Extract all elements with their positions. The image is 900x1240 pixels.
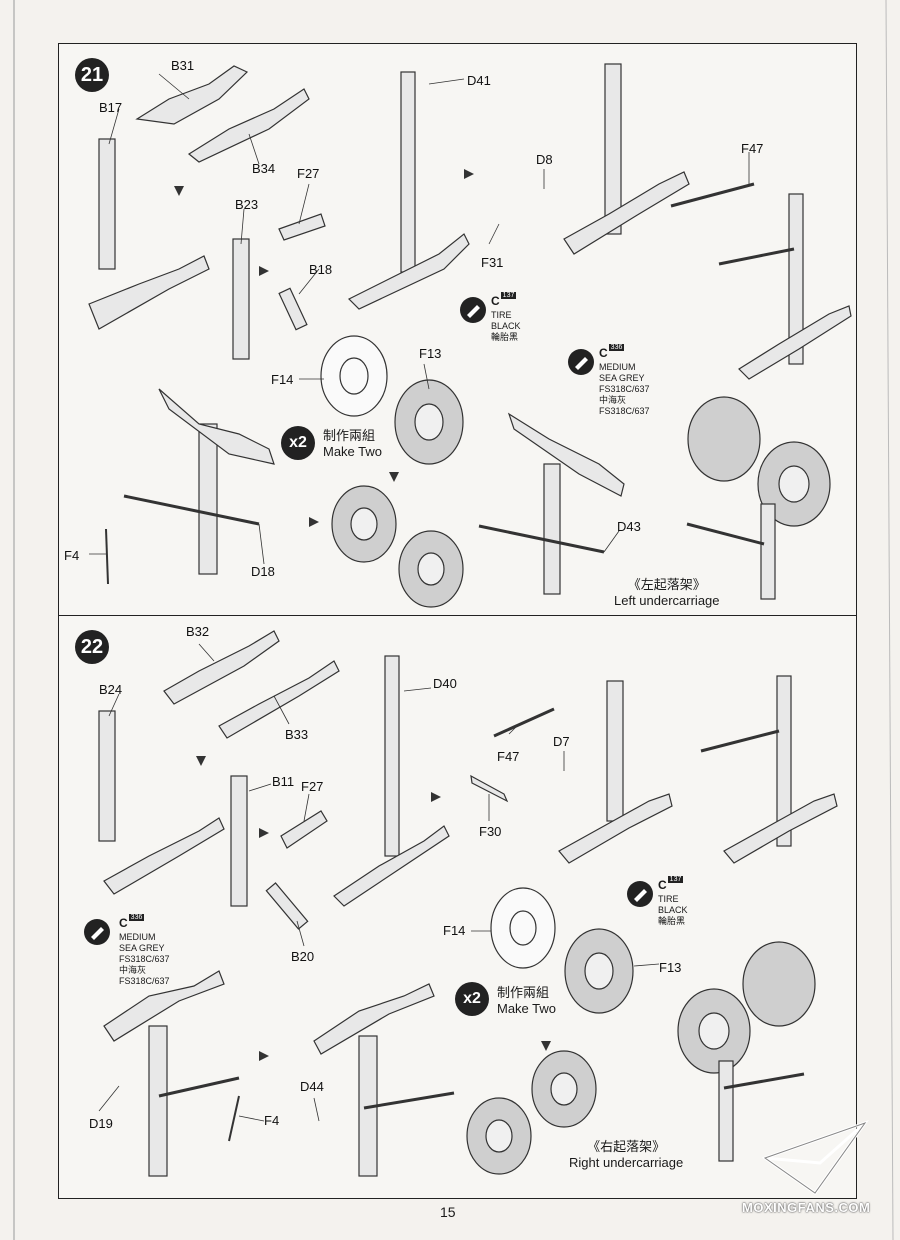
make-two-note: 制作兩組 Make Two [497, 985, 556, 1017]
part-label: D7 [553, 734, 570, 749]
paint-code: C [119, 916, 128, 930]
multiplier-badge: x2 [455, 982, 489, 1016]
part-label: F13 [419, 346, 442, 361]
paint-brush-icon [84, 919, 110, 945]
paint-number: 336 [128, 914, 145, 921]
step-21-illustration [88, 63, 852, 608]
paint-spec: FS318C/637 [599, 384, 650, 394]
part-label: B17 [99, 100, 123, 115]
step-number-22: 22 [75, 630, 109, 664]
assembly-caption: 《右起落架》 Right undercarriage [569, 1139, 683, 1171]
part-label: B32 [186, 624, 210, 639]
part-label: F4 [264, 1113, 280, 1128]
part-label: D19 [89, 1116, 113, 1131]
paint-name-en: MEDIUM SEA GREY [119, 932, 165, 953]
step-22-illustration [98, 630, 838, 1177]
part-label: D18 [251, 564, 275, 579]
caption-zh: 《左起落架》 [627, 577, 706, 592]
paint-code: C [599, 346, 608, 360]
paint-code: C [658, 878, 667, 892]
assembly-caption: 《左起落架》 Left undercarriage [614, 577, 720, 609]
make-two-zh: 制作兩組 [497, 985, 550, 1000]
multiplier-badge: x2 [281, 426, 315, 460]
make-two-zh: 制作兩組 [323, 428, 376, 443]
paint-name-en: TIRE BLACK [491, 310, 521, 331]
paint-name-en: TIRE BLACK [658, 894, 688, 915]
make-two-note: 制作兩組 Make Two [323, 428, 382, 460]
part-label: F31 [481, 255, 504, 270]
step-22-panel: 22 [58, 615, 857, 1199]
part-label: B18 [309, 262, 333, 277]
paint-number: 336 [608, 344, 625, 351]
part-label: B23 [235, 197, 259, 212]
part-label: B24 [99, 682, 123, 697]
part-label: D40 [433, 676, 457, 691]
watermark-text: MOXINGFANS.COM [742, 1200, 871, 1215]
part-label: F13 [659, 960, 682, 975]
caption-en: Left undercarriage [614, 593, 720, 608]
part-label: B11 [272, 774, 295, 789]
paint-number: 137 [500, 292, 517, 299]
part-label: B20 [291, 949, 315, 964]
part-label: B34 [252, 161, 276, 176]
paint-code: C [491, 294, 500, 308]
paint-name-en: MEDIUM SEA GREY [599, 362, 645, 383]
paper-plane-logo-icon [761, 1120, 869, 1196]
paint-name-zh: 中海灰FS318C/637 [119, 965, 170, 986]
paint-name-zh: 中海灰FS318C/637 [599, 395, 650, 416]
part-label: F4 [64, 548, 80, 563]
part-label: D41 [467, 73, 491, 88]
part-label: D43 [617, 519, 641, 534]
part-label: F47 [497, 749, 520, 764]
step-number-21: 21 [75, 58, 109, 92]
part-label: F14 [271, 372, 294, 387]
part-label: B31 [171, 58, 195, 73]
make-two-en: Make Two [323, 444, 383, 459]
page-number: 15 [440, 1204, 456, 1220]
part-label: F27 [301, 779, 324, 794]
paint-brush-icon [627, 881, 653, 907]
part-label: F27 [297, 166, 320, 181]
caption-en: Right undercarriage [569, 1155, 684, 1170]
paint-spec: FS318C/637 [119, 954, 170, 964]
paint-brush-icon [568, 349, 594, 375]
make-two-en: Make Two [497, 1001, 557, 1016]
part-label: D8 [536, 152, 553, 167]
part-label: F47 [741, 141, 764, 156]
part-label: F14 [443, 923, 466, 938]
part-label: F30 [479, 824, 502, 839]
paint-brush-icon [460, 297, 486, 323]
paint-name-zh: 輪胎黑 [491, 332, 519, 342]
paint-number: 137 [667, 876, 684, 883]
step-21-panel: 21 [58, 43, 857, 617]
paint-name-zh: 輪胎黑 [658, 916, 686, 926]
part-label: B33 [285, 727, 309, 742]
part-label: D44 [300, 1079, 324, 1094]
caption-zh: 《右起落架》 [587, 1139, 666, 1154]
